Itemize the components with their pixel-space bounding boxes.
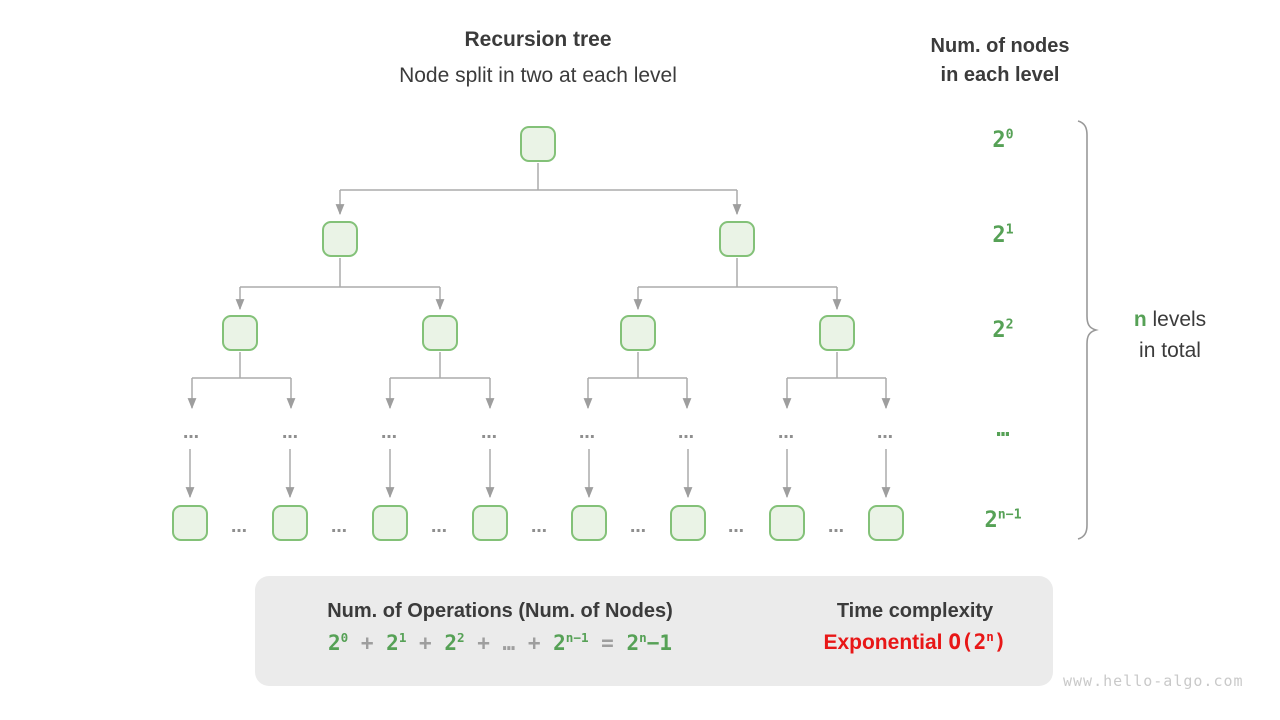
levels-column-title: Num. of nodes in each level [931,32,1070,90]
level-count-label: 20 [992,128,1014,154]
tree-node [520,126,556,162]
tree-node [719,221,755,257]
levels-column-title-line1: Num. of nodes [930,35,1070,57]
tree-node [670,505,706,541]
level-count-label: 22 [992,318,1014,344]
bottom-row-ellipsis: … [231,517,249,536]
bottom-row-ellipsis: … [630,517,648,536]
tree-node [222,315,258,351]
watermark: www.hello-algo.com [1063,672,1244,690]
page-subtitle: Node split in two at each level [399,64,677,87]
tree-node [322,221,358,257]
tree-ellipsis: … [778,423,796,442]
page-title: Recursion tree [464,28,612,51]
bottom-row-ellipsis: … [431,517,449,536]
time-complexity-summary: Time complexity Exponential O(2n) [798,600,1032,655]
level-count-label: 21 [992,223,1014,249]
operations-title: Num. of Operations (Num. of Nodes) [327,600,673,622]
bottom-row-ellipsis: … [728,517,746,536]
time-complexity-value: Exponential O(2n) [823,629,1007,654]
bottom-row-ellipsis: … [531,517,549,536]
tree-node [422,315,458,351]
tree-node [472,505,508,541]
tree-node [868,505,904,541]
tree-node [571,505,607,541]
operations-summary: Num. of Operations (Num. of Nodes) 20 + … [290,600,710,655]
level-count-label: 2n−1 [984,508,1022,534]
tree-node [172,505,208,541]
tree-ellipsis: … [381,423,399,442]
tree-ellipsis: … [877,423,895,442]
levels-total-line2: in total [1139,339,1201,362]
tree-node [272,505,308,541]
levels-column-title-line2: in each level [940,64,1060,86]
tree-ellipsis: … [579,423,597,442]
level-count-label: … [996,417,1010,442]
tree-node [620,315,656,351]
tree-ellipsis: … [183,423,201,442]
summary-box [255,576,1053,686]
bottom-row-ellipsis: … [828,517,846,536]
levels-total-note: n levels in total [1134,304,1206,366]
operations-formula: 20 + 21 + 22 + … + 2n−1 = 2n−1 [327,630,673,655]
tree-node [769,505,805,541]
levels-brace [1077,120,1099,540]
levels-total-line1: n levels [1133,308,1207,331]
tree-ellipsis: … [282,423,300,442]
time-complexity-title: Time complexity [836,600,994,622]
tree-ellipsis: … [481,423,499,442]
tree-node [372,505,408,541]
tree-node [819,315,855,351]
tree-ellipsis: … [678,423,696,442]
tree-connectors [185,163,891,499]
bottom-row-ellipsis: … [331,517,349,536]
